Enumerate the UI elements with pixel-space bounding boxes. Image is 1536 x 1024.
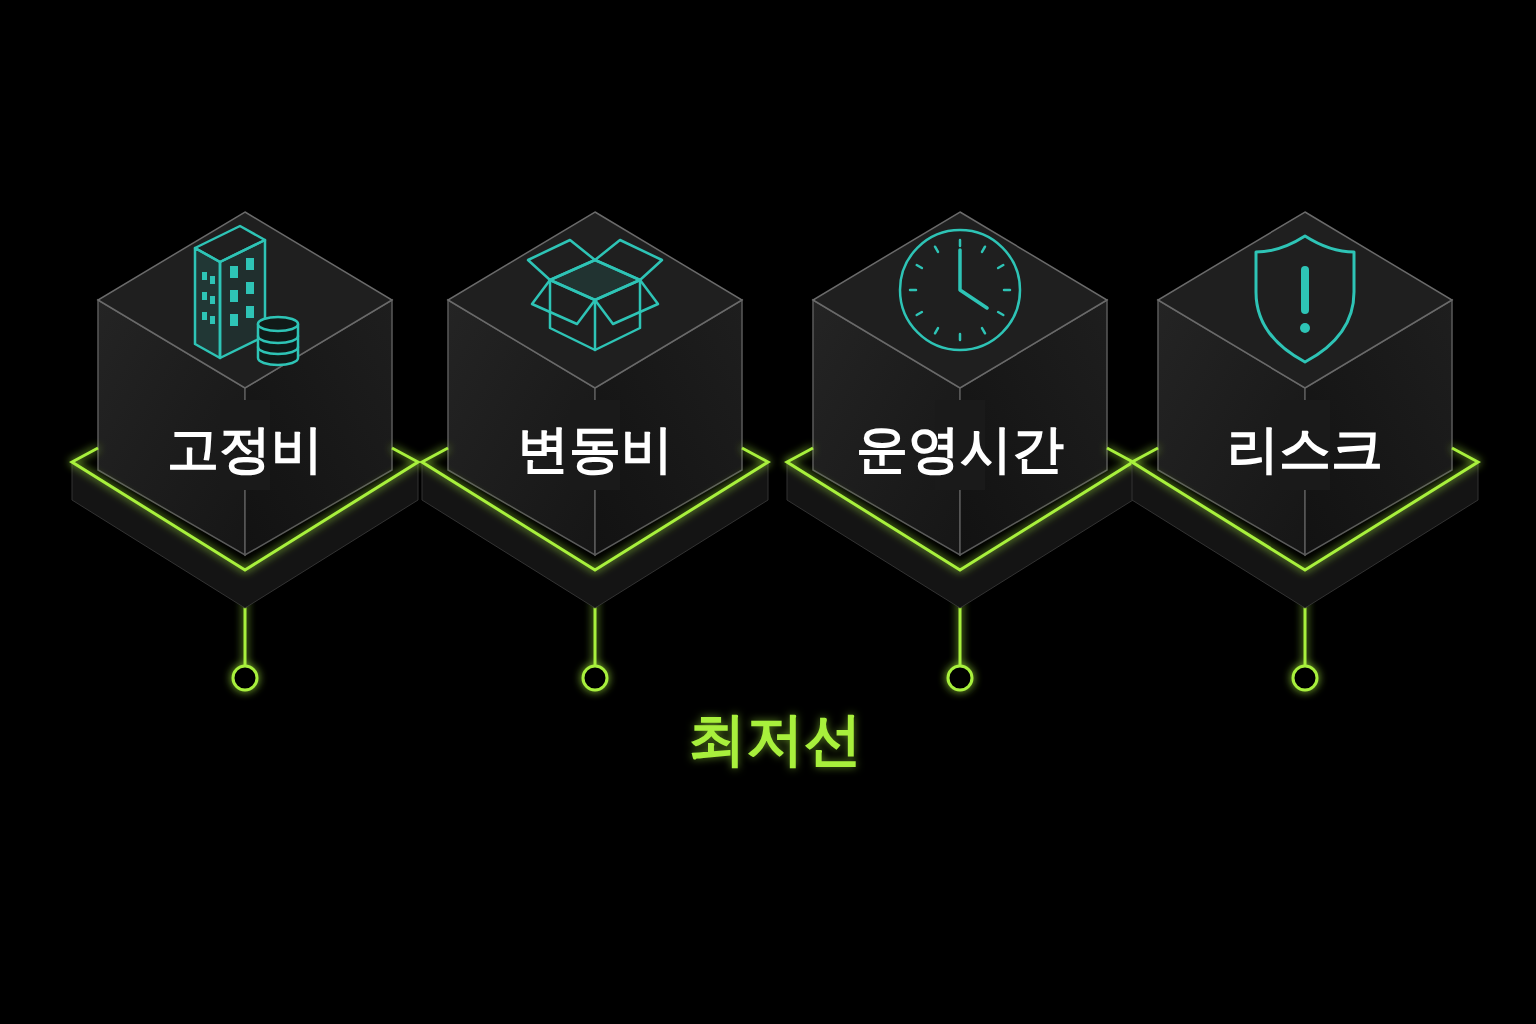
cube-shape bbox=[420, 200, 770, 620]
cube-shape bbox=[785, 200, 1135, 620]
cube-label: 운영시간 bbox=[856, 420, 1064, 480]
junction-dot bbox=[233, 666, 257, 690]
cost-cube: 운영시간 bbox=[785, 200, 1135, 620]
cost-cube: 변동비 bbox=[420, 200, 770, 620]
cube-label: 변동비 bbox=[517, 420, 673, 480]
cube-top bbox=[813, 212, 1107, 388]
clock-icon bbox=[900, 230, 1020, 350]
database-icon bbox=[258, 317, 298, 365]
junction-dot bbox=[948, 666, 972, 690]
cube-top bbox=[448, 212, 742, 388]
baseline-label: 최저선 bbox=[688, 701, 862, 779]
cost-cube: 고정비 bbox=[70, 200, 420, 620]
cost-cube: 리스크 bbox=[1130, 200, 1480, 620]
building-icon bbox=[195, 226, 265, 358]
shield-icon bbox=[1256, 236, 1354, 362]
cube-shape bbox=[1130, 200, 1480, 620]
cube-top bbox=[98, 212, 392, 388]
cube-label: 고정비 bbox=[167, 420, 323, 480]
cube-shape bbox=[70, 200, 420, 620]
junction-dot bbox=[1293, 666, 1317, 690]
cube-label: 리스크 bbox=[1227, 420, 1383, 480]
junction-dot bbox=[583, 666, 607, 690]
box-icon bbox=[528, 240, 662, 350]
cube-top bbox=[1158, 212, 1452, 388]
